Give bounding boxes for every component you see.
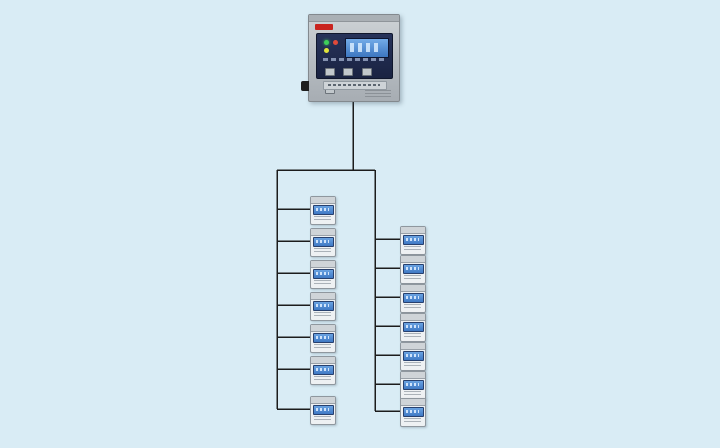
fault-led — [324, 48, 329, 53]
detector-node — [310, 292, 336, 321]
detector-text — [314, 416, 331, 421]
detector-text — [314, 376, 331, 381]
detector-text — [404, 304, 421, 309]
detector-label — [401, 314, 425, 321]
detector-lcd — [403, 293, 424, 303]
detector-node — [400, 398, 426, 427]
detector-node — [310, 196, 336, 225]
detector-node — [400, 284, 426, 313]
panel-text — [323, 58, 385, 61]
detector-label — [401, 399, 425, 406]
detector-lcd — [313, 333, 334, 343]
detector-label — [311, 229, 335, 236]
detector-lcd — [313, 365, 334, 375]
detector-text — [404, 362, 421, 367]
detector-label — [401, 256, 425, 263]
panel-button — [343, 68, 354, 76]
detector-text — [314, 280, 331, 285]
detector-text — [314, 344, 331, 349]
detector-text — [314, 312, 331, 317]
detector-node — [310, 228, 336, 257]
detector-node — [400, 313, 426, 342]
detector-text — [404, 391, 421, 396]
detector-lcd — [403, 264, 424, 274]
detector-label — [401, 372, 425, 379]
controller-front-panel — [316, 33, 393, 94]
panel-button — [361, 68, 372, 76]
detector-text — [404, 246, 421, 251]
detector-node — [310, 260, 336, 289]
detector-label — [311, 325, 335, 332]
detector-node — [400, 255, 426, 284]
detector-lcd — [313, 205, 334, 215]
detector-label — [401, 285, 425, 292]
detector-text — [314, 216, 331, 221]
detector-node — [400, 371, 426, 400]
brand-logo — [315, 24, 333, 30]
model-label-strip — [323, 81, 387, 90]
detector-lcd — [313, 237, 334, 247]
detector-text — [404, 418, 421, 423]
detector-lcd — [313, 405, 334, 415]
detector-node — [310, 324, 336, 353]
detector-label — [311, 357, 335, 364]
detector-lcd — [403, 322, 424, 332]
detector-text — [404, 333, 421, 338]
detector-label — [311, 261, 335, 268]
detector-lcd — [403, 351, 424, 361]
side-conduit — [301, 81, 309, 91]
lcd-digits — [350, 43, 382, 52]
panel-button-row — [325, 68, 385, 94]
detector-label — [401, 227, 425, 234]
speaker-vents — [365, 90, 391, 97]
lcd-display — [345, 38, 389, 58]
detector-lcd — [313, 301, 334, 311]
controller-top-strip — [309, 15, 399, 22]
detector-lcd — [403, 380, 424, 390]
detector-node — [310, 396, 336, 425]
alarm-led — [333, 40, 338, 45]
detector-label — [401, 343, 425, 350]
detector-lcd — [403, 235, 424, 245]
detector-label — [311, 397, 335, 404]
gas-alarm-controller — [301, 14, 400, 102]
panel-button — [325, 68, 335, 76]
detector-node — [400, 226, 426, 255]
detector-label — [311, 197, 335, 204]
detector-lcd — [403, 407, 424, 417]
detector-text — [314, 248, 331, 253]
detector-node — [310, 356, 336, 385]
detector-text — [404, 275, 421, 280]
power-led — [324, 40, 329, 45]
detector-node — [400, 342, 426, 371]
detector-lcd — [313, 269, 334, 279]
detector-label — [311, 293, 335, 300]
